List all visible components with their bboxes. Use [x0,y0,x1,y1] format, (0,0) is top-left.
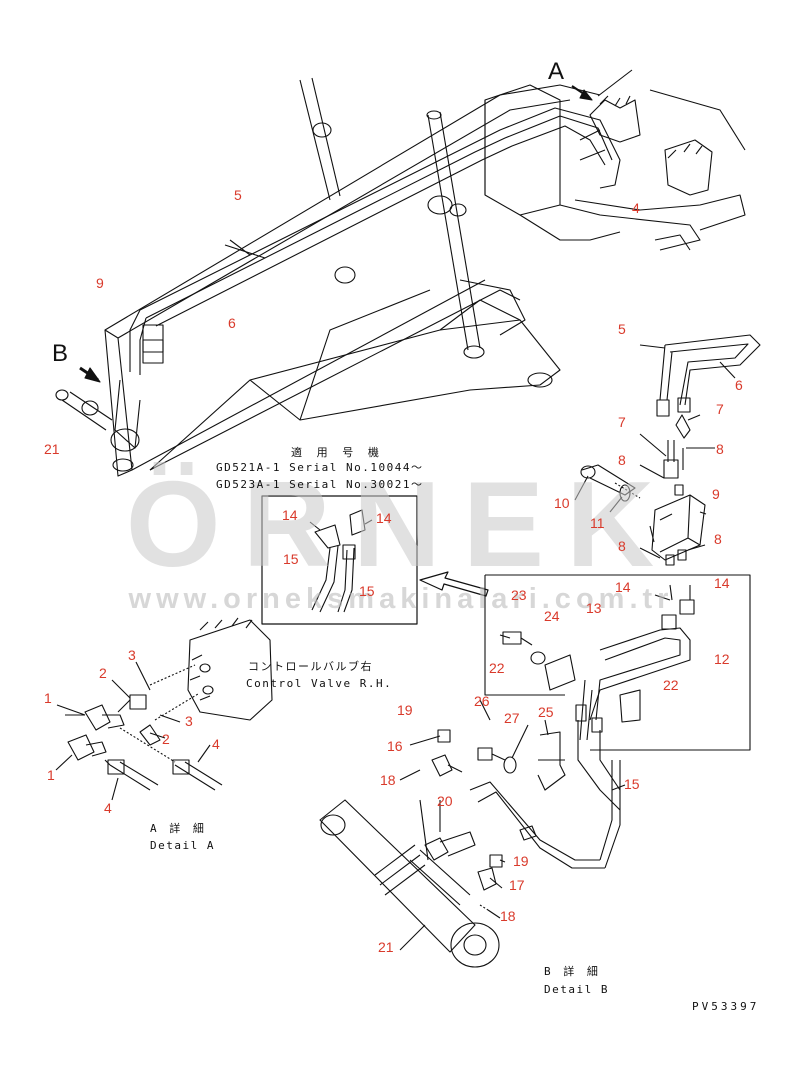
callout-19: 19 [513,853,529,869]
callout-8: 8 [618,452,626,468]
callout-16: 16 [387,738,403,754]
callout-1: 1 [44,690,52,706]
inset-arrow [419,571,489,597]
callout-10: 10 [554,495,570,511]
applicability-line-2: GD523A-1 Serial No.30021〜 [216,478,424,491]
tube-detail-box [484,574,751,811]
callout-4: 4 [632,200,640,216]
callout-5: 5 [234,187,242,203]
callout-8: 8 [714,531,722,547]
callout-6: 6 [228,315,236,331]
callout-9: 9 [96,275,104,291]
tube-assembly-right [574,334,761,566]
boom-frame-assembly [55,69,746,477]
callout-24: 24 [544,608,560,624]
callout-18: 18 [500,908,516,924]
callout-25: 25 [538,704,554,720]
callout-1: 1 [47,767,55,783]
detail-b-label-jp: B 詳 細 [544,965,601,978]
callout-22: 22 [489,660,505,676]
detail-a-label-en: Detail A [150,839,215,852]
watermark-url: www.orneksmakinalari.com.tr [128,583,674,615]
callout-2: 2 [99,665,107,681]
detail-a-label-jp: A 詳 細 [150,822,207,835]
applicability-inset [261,495,418,625]
callout-4: 4 [104,800,112,816]
callout-14: 14 [615,579,631,595]
callout-21: 21 [378,939,394,955]
callout-21: 21 [44,441,60,457]
callout-15: 15 [624,776,640,792]
callout-8: 8 [618,538,626,554]
callout-2: 2 [162,731,170,747]
callout-22: 22 [663,677,679,693]
callout-18: 18 [380,772,396,788]
applicability-line-1: GD521A-1 Serial No.10044〜 [216,461,424,474]
callout-26: 26 [474,693,490,709]
callout-15: 15 [283,551,299,567]
callout-23: 23 [511,587,527,603]
callout-8: 8 [716,441,724,457]
callout-15: 15 [359,583,375,599]
callout-17: 17 [509,877,525,893]
callout-13: 13 [586,600,602,616]
callout-9: 9 [712,486,720,502]
callout-14: 14 [282,507,298,523]
callout-6: 6 [735,377,743,393]
view-arrows [79,85,593,383]
control-valve-label-en: Control Valve R.H. [246,677,393,690]
callout-11: 11 [590,515,605,531]
callout-5: 5 [618,321,626,337]
callout-20: 20 [437,793,453,809]
callout-3: 3 [128,647,136,663]
detail-b-label-en: Detail B [544,983,609,996]
callout-27: 27 [504,710,520,726]
detail-a-parts [55,617,273,801]
watermark-brand: ÖRNEK [125,456,677,592]
drawing-code: PV53397 [692,1000,760,1013]
callout-12: 12 [714,651,730,667]
applicability-heading: 適 用 号 機 [291,446,383,459]
callout-14: 14 [376,510,392,526]
view-letter-a: A [548,58,565,85]
callout-14: 14 [714,575,730,591]
callout-4: 4 [212,736,220,752]
callout-7: 7 [716,401,724,417]
view-letter-b: B [52,340,69,367]
callout-7: 7 [618,414,626,430]
callout-19: 19 [397,702,413,718]
control-valve-label-jp: コントロールバルブ右 [248,660,373,673]
callout-3: 3 [185,713,193,729]
detail-b-parts [319,634,626,968]
